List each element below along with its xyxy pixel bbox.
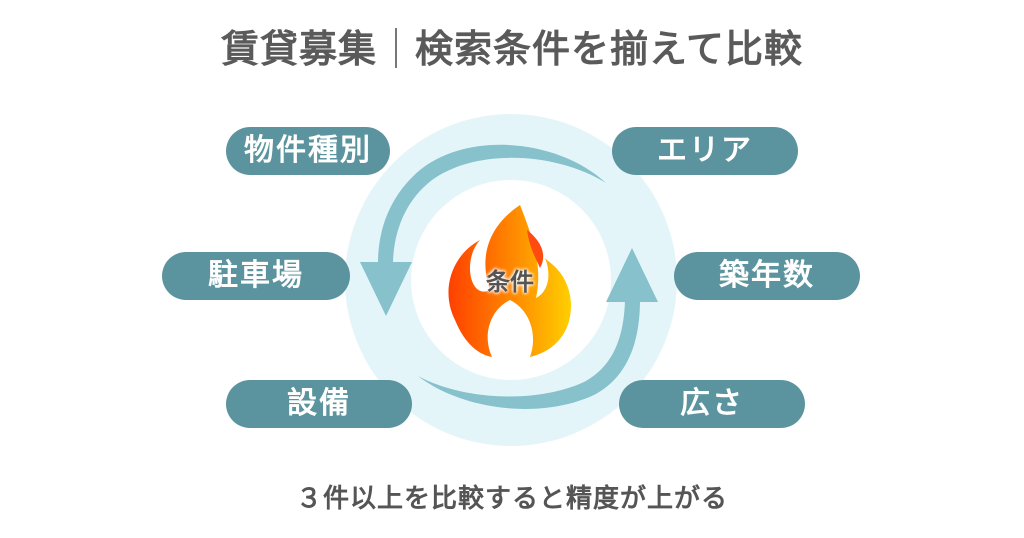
page-title: 賃貸募集検索条件を揃えて比較 bbox=[0, 18, 1024, 73]
pill-property-type: 物件種別 bbox=[226, 127, 390, 175]
pill-area: エリア bbox=[612, 127, 798, 175]
arrow-bottom-right-icon bbox=[418, 248, 658, 409]
flame-icon bbox=[448, 205, 571, 357]
title-divider bbox=[394, 28, 397, 68]
pill-building-age: 築年数 bbox=[674, 252, 860, 300]
pill-parking: 駐車場 bbox=[162, 252, 350, 300]
pill-facilities: 設備 bbox=[226, 380, 412, 428]
center-label: 条件 bbox=[486, 268, 534, 296]
footer-caption: ３件以上を比較すると精度が上がる bbox=[295, 484, 728, 514]
pill-floor-space: 広さ bbox=[619, 380, 805, 428]
title-left: 賃貸募集 bbox=[220, 27, 377, 71]
title-right: 検索条件を揃えて比較 bbox=[414, 27, 804, 71]
arrow-top-left-icon bbox=[360, 144, 606, 316]
